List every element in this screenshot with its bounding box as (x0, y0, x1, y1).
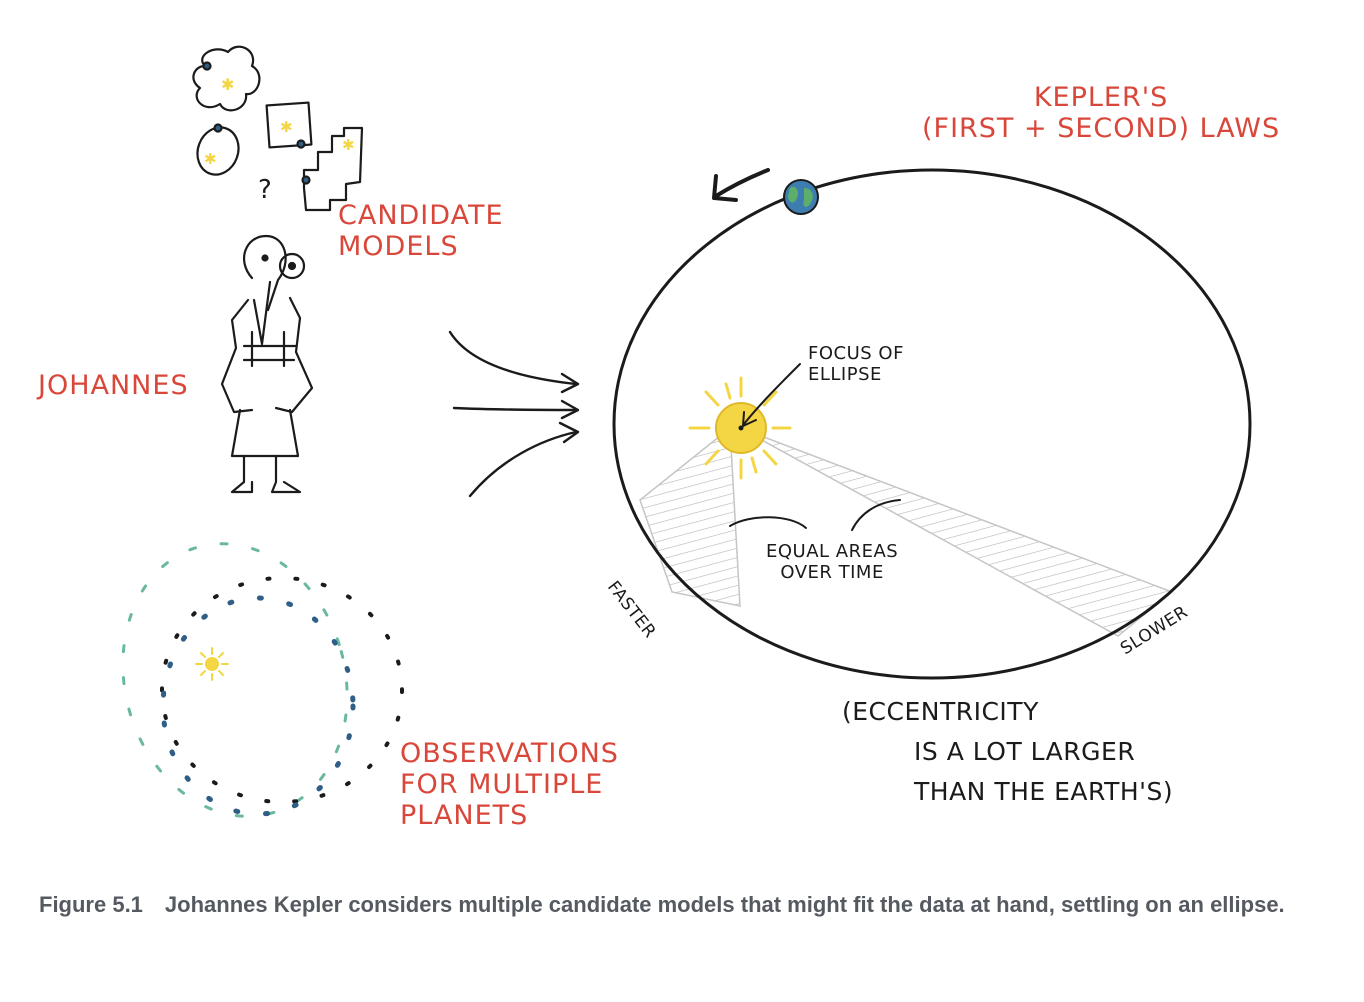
staircase-star-icon: ✱ (342, 136, 355, 154)
swept-area-slower (739, 427, 1174, 637)
square-star-icon: ✱ (280, 118, 293, 136)
figure-number: Figure 5.1 (39, 892, 143, 917)
eccentricity-line-1: (ECCENTRICITY (842, 697, 1039, 726)
staircase-point (301, 175, 311, 185)
earth-icon (783, 179, 819, 215)
keplers-laws-label: KEPLER'S (FIRST + SECOND) LAWS (922, 82, 1281, 145)
focus-label: FOCUS OF ELLIPSE (808, 343, 904, 385)
arrows-to-ellipse (448, 330, 580, 498)
eccentricity-line-3: THAN THE EARTH'S) (914, 777, 1174, 806)
observation-sun-icon (195, 647, 229, 681)
square-shape (265, 101, 313, 149)
ellipse-point (213, 123, 223, 133)
swept-area-faster (639, 426, 741, 607)
square-point (296, 139, 306, 149)
kepler-diagram: ✱ ✱ ✱ ✱ (121, 45, 1252, 818)
equal-area-pointers (729, 499, 901, 531)
focus-pointer-arrow (742, 363, 801, 427)
eccentricity-line-2: IS A LOT LARGER (914, 737, 1136, 766)
observation-orbits (121, 542, 404, 818)
staircase-shape (302, 126, 364, 212)
sun-icon (688, 376, 792, 480)
caption-text: Johannes Kepler considers multiple candi… (164, 892, 1285, 917)
ellipse-shape (196, 126, 240, 176)
blob-shape (192, 45, 261, 112)
question-mark: ? (258, 175, 273, 205)
johannes-label: JOHANNES (38, 370, 189, 401)
candidate-shapes: ✱ ✱ ✱ ✱ (192, 45, 364, 212)
figure-caption: Figure 5.1 Johannes Kepler considers mult… (39, 888, 1329, 921)
orbit-ellipse (612, 168, 1252, 680)
blob-star-icon: ✱ (221, 75, 234, 94)
candidate-models-label: CANDIDATE MODELS (338, 200, 504, 263)
observations-label: OBSERVATIONS FOR MULTIPLE PLANETS (400, 738, 619, 832)
blob-point (202, 61, 212, 71)
kepler-figure (220, 234, 314, 494)
orbit-direction-arrow (712, 168, 770, 202)
equal-areas-label: EQUAL AREAS OVER TIME (766, 541, 899, 583)
ellipse-star-icon: ✱ (204, 150, 217, 168)
